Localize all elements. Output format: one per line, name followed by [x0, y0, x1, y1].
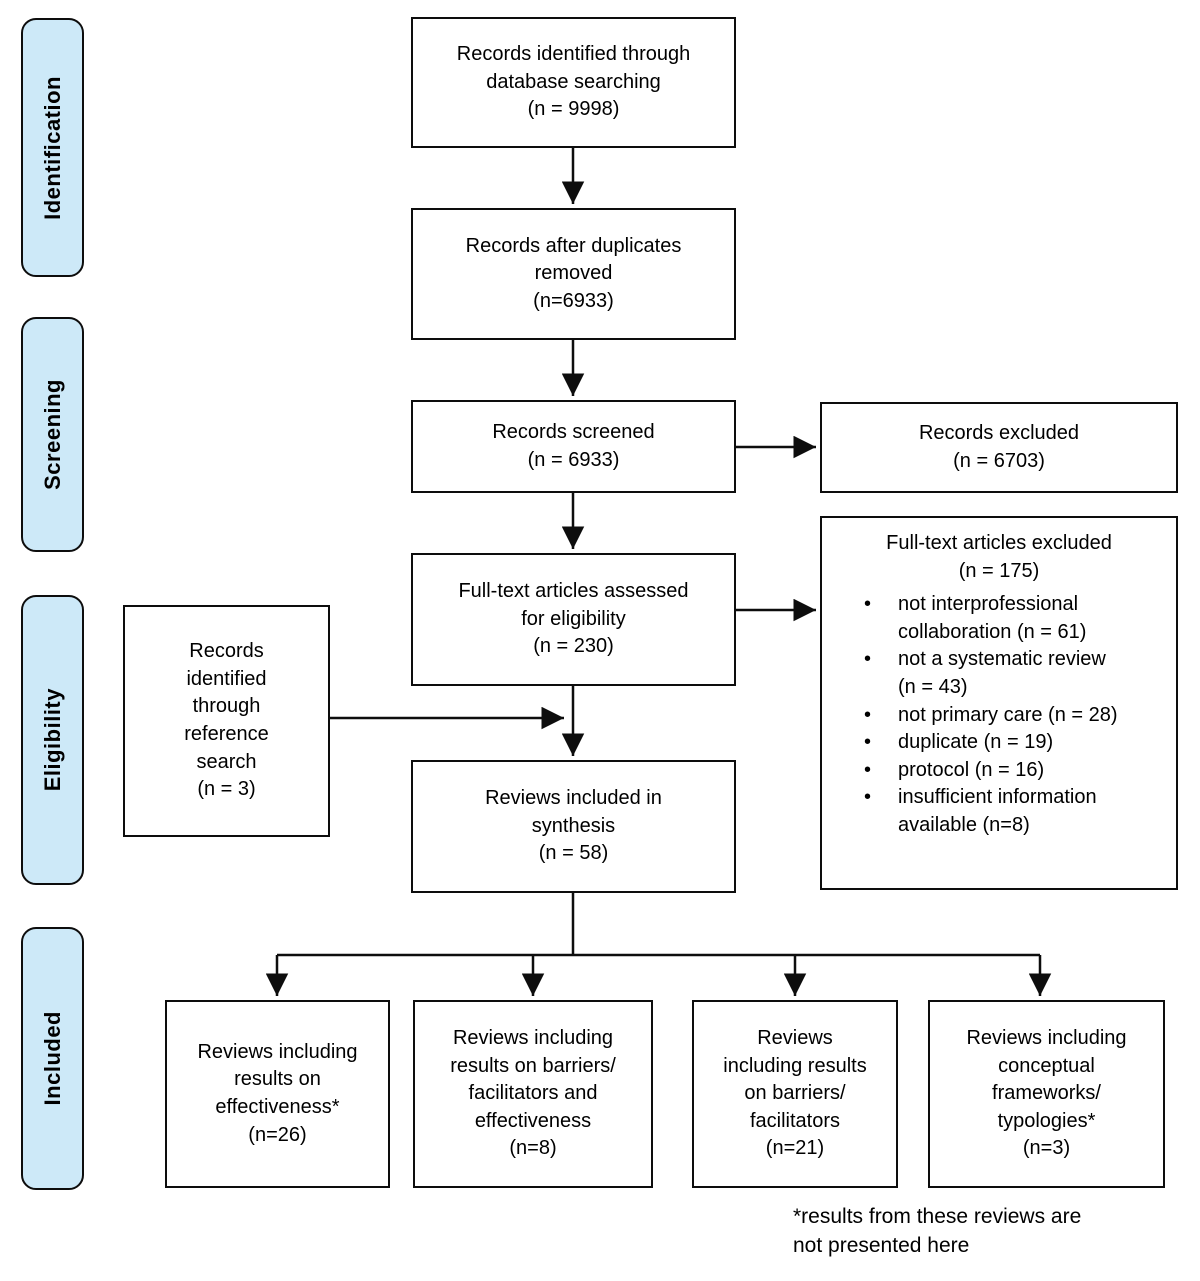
box-reviews-barriers: Reviews including results on barriers/ f… [692, 1000, 898, 1188]
exclusion-reason: duplicate (n = 19) [828, 729, 1170, 757]
box-fulltext-excluded: Full-text articles excluded (n = 175) no… [820, 516, 1178, 890]
phase-label-screening: Screening [21, 317, 84, 552]
phase-label-screening-text: Screening [39, 379, 65, 490]
exclusion-reason: protocol (n = 16) [828, 757, 1170, 785]
phase-label-included: Included [21, 927, 84, 1190]
box-reviews-frameworks: Reviews including conceptual frameworks/… [928, 1000, 1165, 1188]
box-reviews-effectiveness: Reviews including results on effectivene… [165, 1000, 390, 1188]
box-reviews-barriers-and-effectiveness: Reviews including results on barriers/ f… [413, 1000, 653, 1188]
exclusion-reason: not primary care (n = 28) [828, 702, 1170, 730]
phase-label-identification: Identification [21, 18, 84, 277]
exclusion-reason: not a systematic review (n = 43) [828, 646, 1170, 701]
box-records-identified: Records identified through database sear… [411, 17, 736, 148]
fulltext-excluded-title: Full-text articles excluded (n = 175) [886, 532, 1112, 582]
phase-label-eligibility: Eligibility [21, 595, 84, 885]
box-duplicates-removed: Records after duplicates removed (n=6933… [411, 208, 736, 340]
box-records-excluded: Records excluded (n = 6703) [820, 402, 1178, 493]
phase-label-included-text: Included [39, 1011, 65, 1106]
footnote: *results from these reviews are not pres… [793, 1205, 1082, 1258]
exclusion-reason: not interprofessional collaboration (n =… [828, 591, 1170, 646]
exclusion-reason: insufficient information available (n=8) [828, 784, 1170, 839]
phase-label-eligibility-text: Eligibility [39, 688, 65, 792]
fulltext-excluded-reason-list: not interprofessional collaboration (n =… [828, 591, 1170, 839]
box-reviews-included: Reviews included in synthesis (n = 58) [411, 760, 736, 893]
box-reference-search: Records identified through reference sea… [123, 605, 330, 837]
box-records-screened: Records screened (n = 6933) [411, 400, 736, 493]
phase-label-identification-text: Identification [39, 75, 65, 220]
box-fulltext-assessed: Full-text articles assessed for eligibil… [411, 553, 736, 686]
